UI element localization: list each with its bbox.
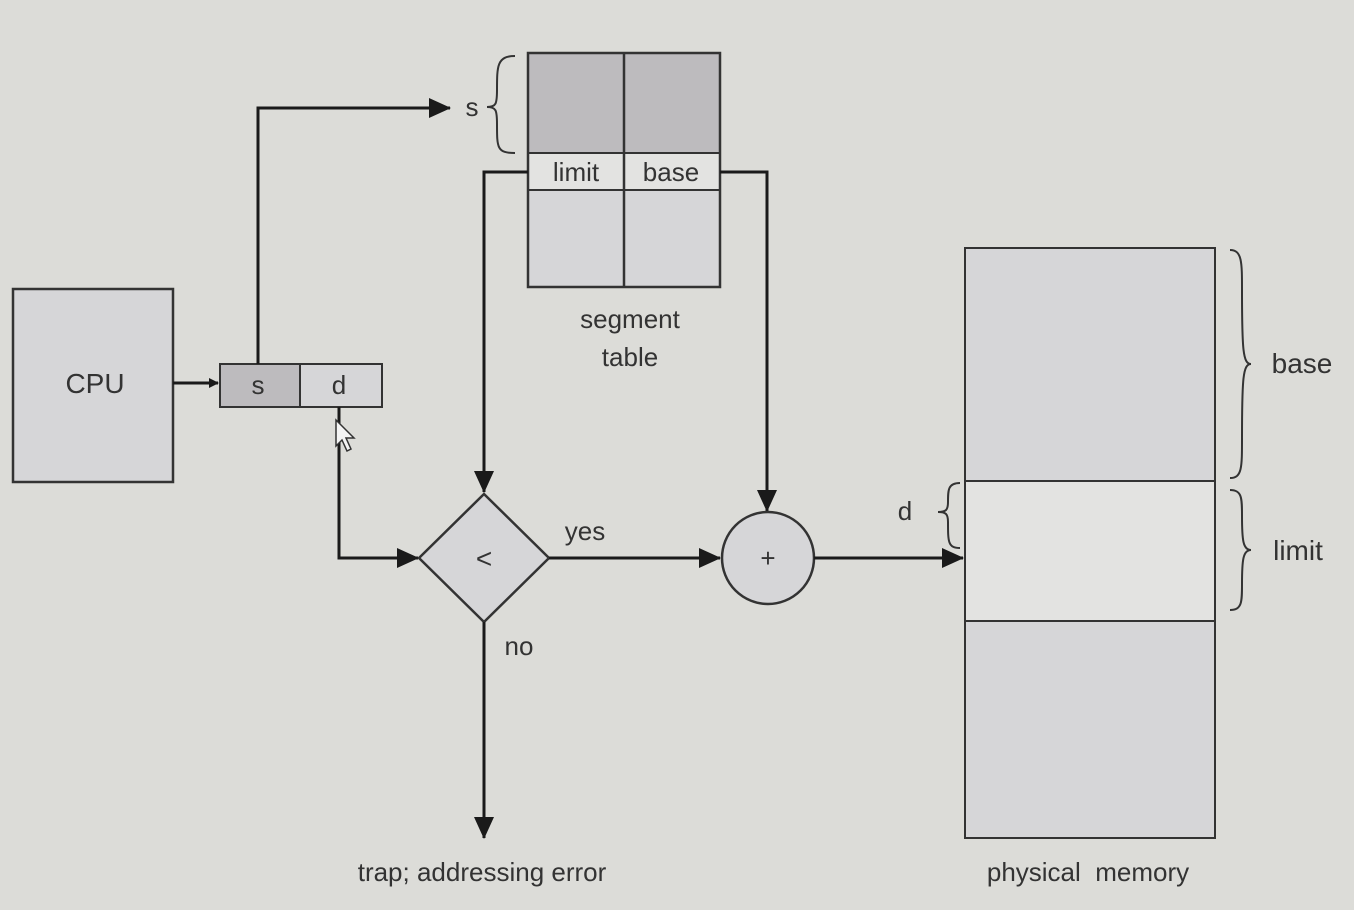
segment-table-caption-1: segment — [580, 304, 680, 334]
limit-brace-label: limit — [1273, 535, 1323, 566]
physical-memory-caption: physical memory — [987, 857, 1189, 887]
trap-label: trap; addressing error — [358, 857, 607, 887]
limit-column-label: limit — [553, 157, 600, 187]
segment-table: limit base segment table — [526, 51, 722, 372]
address-d-cell — [299, 363, 383, 408]
yes-label: yes — [565, 516, 605, 546]
address-s-label: s — [252, 370, 265, 400]
address-d-label: d — [332, 370, 346, 400]
limit-brace — [1229, 489, 1252, 611]
compare-diamond: < — [417, 492, 551, 624]
physical-memory: physical memory — [964, 247, 1216, 887]
cpu-label: CPU — [65, 368, 124, 399]
address-s-cell — [219, 363, 301, 408]
base-column-label: base — [643, 157, 699, 187]
mouse-cursor-icon — [335, 418, 356, 453]
base-to-adder-arrow — [720, 170, 777, 512]
no-label: no — [505, 631, 534, 661]
adder-circle: + — [720, 510, 816, 606]
segment-table-caption-2: table — [602, 342, 658, 372]
table-s-brace — [486, 55, 516, 154]
cpu-box: CPU — [11, 287, 175, 484]
compare-operator: < — [476, 543, 492, 574]
d-to-compare-arrow — [337, 407, 419, 568]
memory-d-label: d — [898, 496, 912, 526]
limit-to-compare-arrow — [474, 170, 528, 493]
logical-address: s d — [219, 363, 383, 408]
base-brace-label: base — [1272, 348, 1333, 379]
table-s-label: s — [466, 92, 479, 122]
adder-operator: + — [760, 543, 775, 573]
s-to-table-arrow — [256, 98, 451, 364]
base-brace — [1229, 249, 1252, 479]
memory-d-brace — [937, 482, 961, 549]
